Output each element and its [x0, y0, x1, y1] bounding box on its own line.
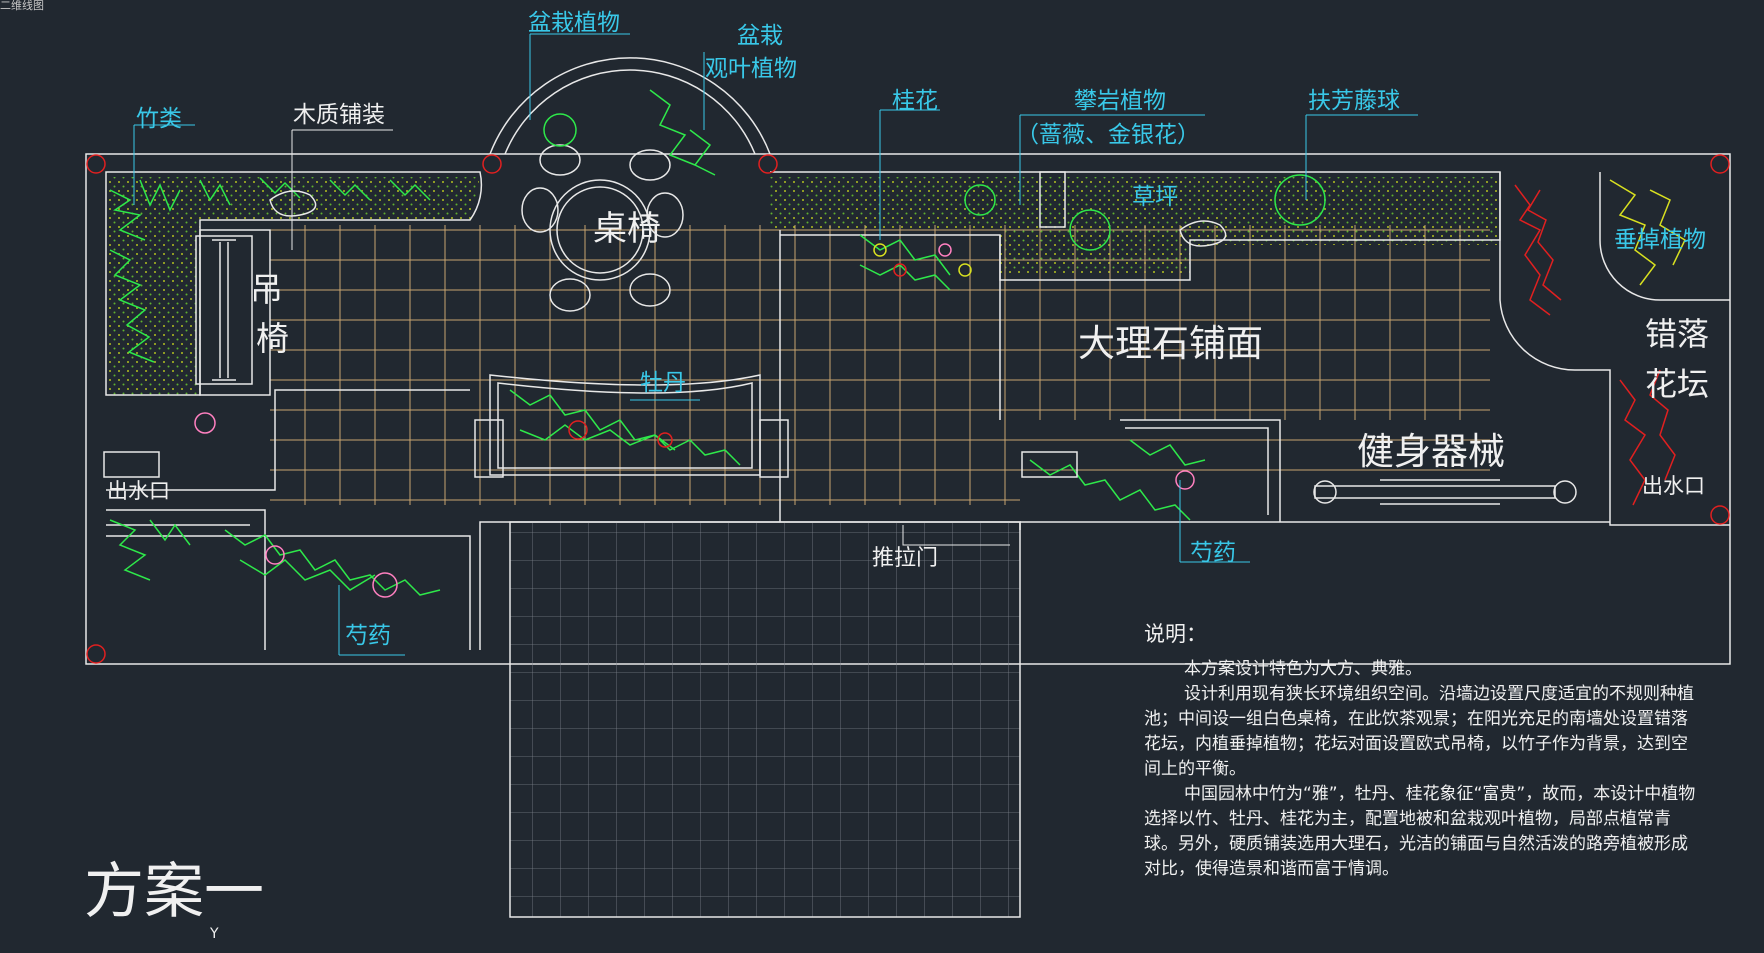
label-outlet-left: 出水口	[107, 479, 170, 503]
plan-title: 方案一	[84, 857, 264, 927]
label-lawn: 草坪	[1132, 184, 1178, 210]
label-table-chairs: 桌椅	[593, 209, 661, 249]
site-outline	[85, 57, 1731, 665]
label-climbing-plants: 攀岩植物	[1074, 88, 1166, 114]
label-osmanthus: 桂花	[892, 88, 938, 114]
label-fitness: 健身器械	[1357, 430, 1505, 473]
label-fufang-ball: 扶芳藤球	[1308, 88, 1400, 114]
notes-paragraph-1: 本方案设计特色为大方、典雅。	[1184, 659, 1422, 679]
notes-paragraph-2: 设计利用现有狭长环境组织空间。沿墙边设置尺度适宜的不规则种植池；中间设一组白色桌…	[1144, 684, 1694, 779]
design-notes: 说明： 本方案设计特色为大方、典雅。 设计利用现有狭长环境组织空间。沿墙边设置尺…	[1144, 622, 1704, 882]
label-swing-1: 吊	[250, 270, 283, 309]
leader-lines	[133, 33, 1418, 656]
label-herbaceous-peony-2: 芍药	[1190, 540, 1236, 566]
marble-paving-grid	[270, 225, 1490, 505]
label-bamboo: 竹类	[136, 106, 182, 132]
label-potted-plants: 盆栽植物	[528, 10, 620, 36]
label-peony: 牡丹	[640, 370, 686, 396]
notes-heading: 说明：	[1144, 622, 1207, 646]
axis-marker: Y	[210, 926, 219, 942]
plant-clusters	[109, 89, 1326, 596]
label-outlet-right: 出水口	[1642, 474, 1705, 498]
corner-markers	[86, 154, 1730, 664]
flower-symbols	[194, 243, 1195, 598]
label-sliding-door: 推拉门	[872, 546, 939, 571]
corner-label: 二维线图	[0, 0, 44, 12]
groundcover-areas	[108, 177, 1500, 395]
label-herbaceous-peony-1: 芍药	[345, 623, 391, 649]
table-chairs-symbol	[521, 144, 684, 312]
label-staggered-bed-2: 花坛	[1645, 365, 1710, 403]
label-potted: 盆栽	[737, 23, 783, 49]
leader-lines-white	[291, 129, 1010, 546]
label-marble-paving: 大理石铺面	[1078, 322, 1263, 365]
label-hanging-plants: 垂掉植物	[1614, 227, 1706, 253]
label-climbing-species: （蔷薇、金银花）	[1016, 122, 1200, 148]
notes-paragraph-3: 中国园林中竹为“雅”，牡丹、桂花象征“富贵”，故而，本设计中植物选择以竹、牡丹、…	[1144, 784, 1696, 879]
label-wood-paving: 木质铺装	[293, 102, 385, 128]
swing-chair	[195, 235, 253, 385]
label-swing-2: 椅	[256, 319, 289, 358]
indoor-room	[509, 521, 1021, 918]
misc-features	[103, 171, 1577, 505]
staggered-flower-bed-plants	[1514, 179, 1686, 506]
label-foliage-plants: 观叶植物	[705, 56, 797, 82]
label-staggered-bed-1: 错落	[1645, 315, 1710, 353]
